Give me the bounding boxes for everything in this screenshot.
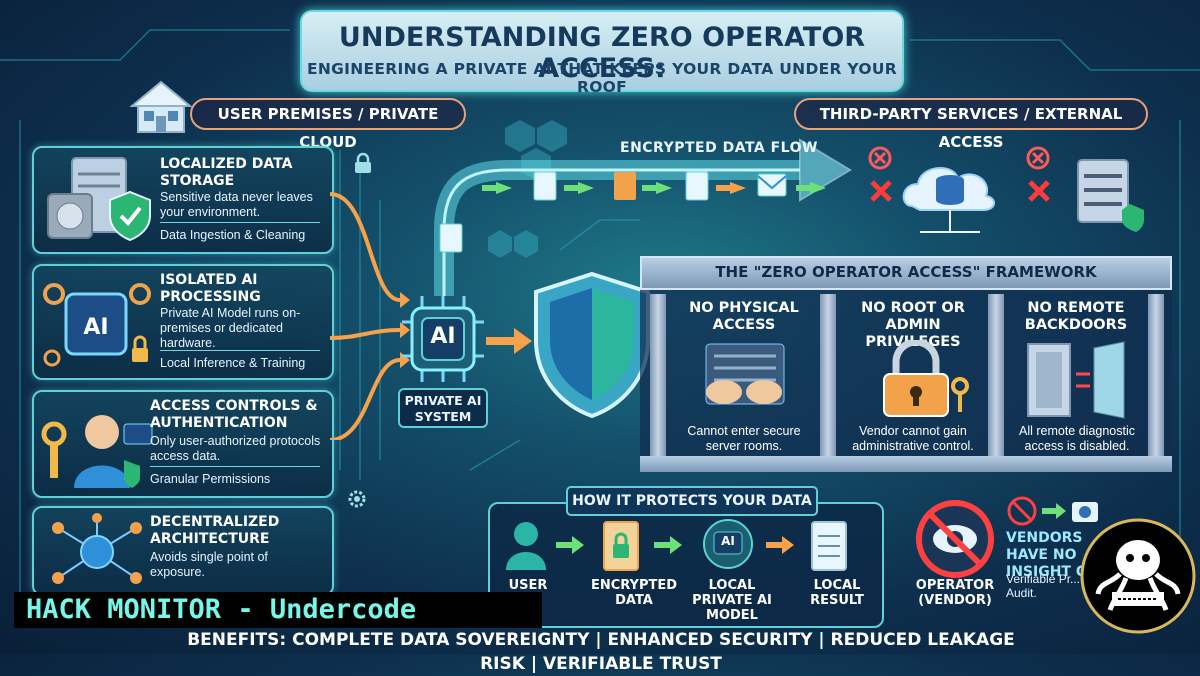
operator-label: OPERATOR (VENDOR) <box>915 578 995 608</box>
card-foot: Granular Permissions <box>150 472 271 486</box>
framework-title: THE "ZERO OPERATOR ACCESS" FRAMEWORK <box>715 263 1097 281</box>
title-banner: UNDERSTANDING ZERO OPERATOR ACCESS: ENGI… <box>300 10 904 96</box>
network-globe-icon <box>52 513 142 584</box>
benefits-bar: BENEFITS: COMPLETE DATA SOVEREIGNTY | EN… <box>187 630 1015 674</box>
ai-chip-gears-icon: AI <box>43 283 151 367</box>
private-ai-chip-icon <box>402 296 484 382</box>
card-desc: Private AI Model runs on-premises or ded… <box>160 306 301 350</box>
card-title: DECENTRALIZED ARCHITECTURE <box>150 514 280 547</box>
no-video-camera-icons <box>1007 496 1098 526</box>
protects-title: HOW IT PROTECTS YOUR DATA <box>566 486 818 516</box>
server-shield-icon <box>47 157 151 242</box>
gear-icon <box>348 490 366 508</box>
svg-text:AI: AI <box>83 315 108 340</box>
external-services-icons <box>868 146 1144 233</box>
framework-col-desc: Vendor cannot gain administrative contro… <box>852 424 974 453</box>
octopus-logo <box>1080 518 1196 634</box>
card-decentralized: DECENTRALIZED ARCHITECTURE Avoids single… <box>32 506 334 596</box>
blocked-door-icon <box>1027 341 1125 419</box>
ai-to-shield-arrow <box>486 328 532 354</box>
page-subtitle: ENGINEERING A PRIVATE AI THAT KEEPS YOUR… <box>306 60 897 96</box>
security-shield-icon <box>534 271 650 419</box>
framework-panel: THE "ZERO OPERATOR ACCESS" FRAMEWORK NO … <box>640 256 1172 472</box>
card-connector-arrows <box>330 192 410 440</box>
operator-insight: VENDORS HAVE NO INSIGHT OF <box>1006 530 1098 580</box>
external-label: THIRD-PARTY SERVICES / EXTERNAL ACCESS <box>794 98 1148 151</box>
card-title: ISOLATED AI PROCESSING <box>160 272 261 305</box>
encrypted-flow-label: ENCRYPTED DATA FLOW <box>620 140 818 156</box>
padlock-key-icon <box>883 340 969 417</box>
framework-col-head: NO REMOTE BACKDOORS <box>1024 300 1128 333</box>
server-hands-icon <box>705 343 785 405</box>
framework-col-head: NO PHYSICAL ACCESS <box>689 300 799 333</box>
protects-step-label: ENCRYPTED DATA <box>590 578 678 608</box>
framework-col-head: NO ROOT OR ADMIN PRIVILEGES <box>861 300 965 350</box>
user-key-icon <box>41 415 153 488</box>
page-title: UNDERSTANDING ZERO OPERATOR ACCESS: <box>338 22 866 84</box>
document-flow-icons <box>439 171 826 253</box>
private-ai-label: PRIVATE AI SYSTEM <box>398 388 488 428</box>
card-desc: Avoids single point of exposure. <box>150 550 268 579</box>
framework-col-desc: Cannot enter secure server rooms. <box>687 424 801 453</box>
protects-step-label: LOCAL RESULT <box>810 578 864 608</box>
card-title: LOCALIZED DATA STORAGE <box>160 156 293 189</box>
house-icon <box>129 80 193 133</box>
lock-icon <box>355 152 371 173</box>
card-access-controls: ACCESS CONTROLS & AUTHENTICATION Only us… <box>32 390 334 498</box>
no-operator-icon <box>916 500 994 578</box>
protects-model-chip: AI <box>721 534 735 548</box>
card-foot: Local Inference & Training <box>160 356 306 370</box>
framework-col-desc: All remote diagnostic access is disabled… <box>1018 424 1136 453</box>
watermark-banner: HACK MONITOR - Undercode <box>14 592 542 628</box>
card-desc: Sensitive data never leaves your environ… <box>160 190 313 219</box>
protects-step-label: USER <box>508 578 548 593</box>
card-desc: Only user-authorized protocols access da… <box>150 434 321 463</box>
protects-step-label: LOCAL PRIVATE AI MODEL <box>692 578 772 623</box>
card-title: ACCESS CONTROLS & AUTHENTICATION <box>150 398 318 431</box>
card-foot: Data Ingestion & Cleaning <box>160 228 306 242</box>
protects-step-icons <box>506 519 847 571</box>
card-isolated-processing: AI ISOLATED AI PROCESSING Private AI Mod… <box>32 264 334 380</box>
private-ai-chip-label: AI <box>430 324 456 349</box>
card-localized-storage: LOCALIZED DATA STORAGE Sensitive data ne… <box>32 146 334 254</box>
premises-label: USER PREMISES / PRIVATE CLOUD <box>190 98 466 151</box>
